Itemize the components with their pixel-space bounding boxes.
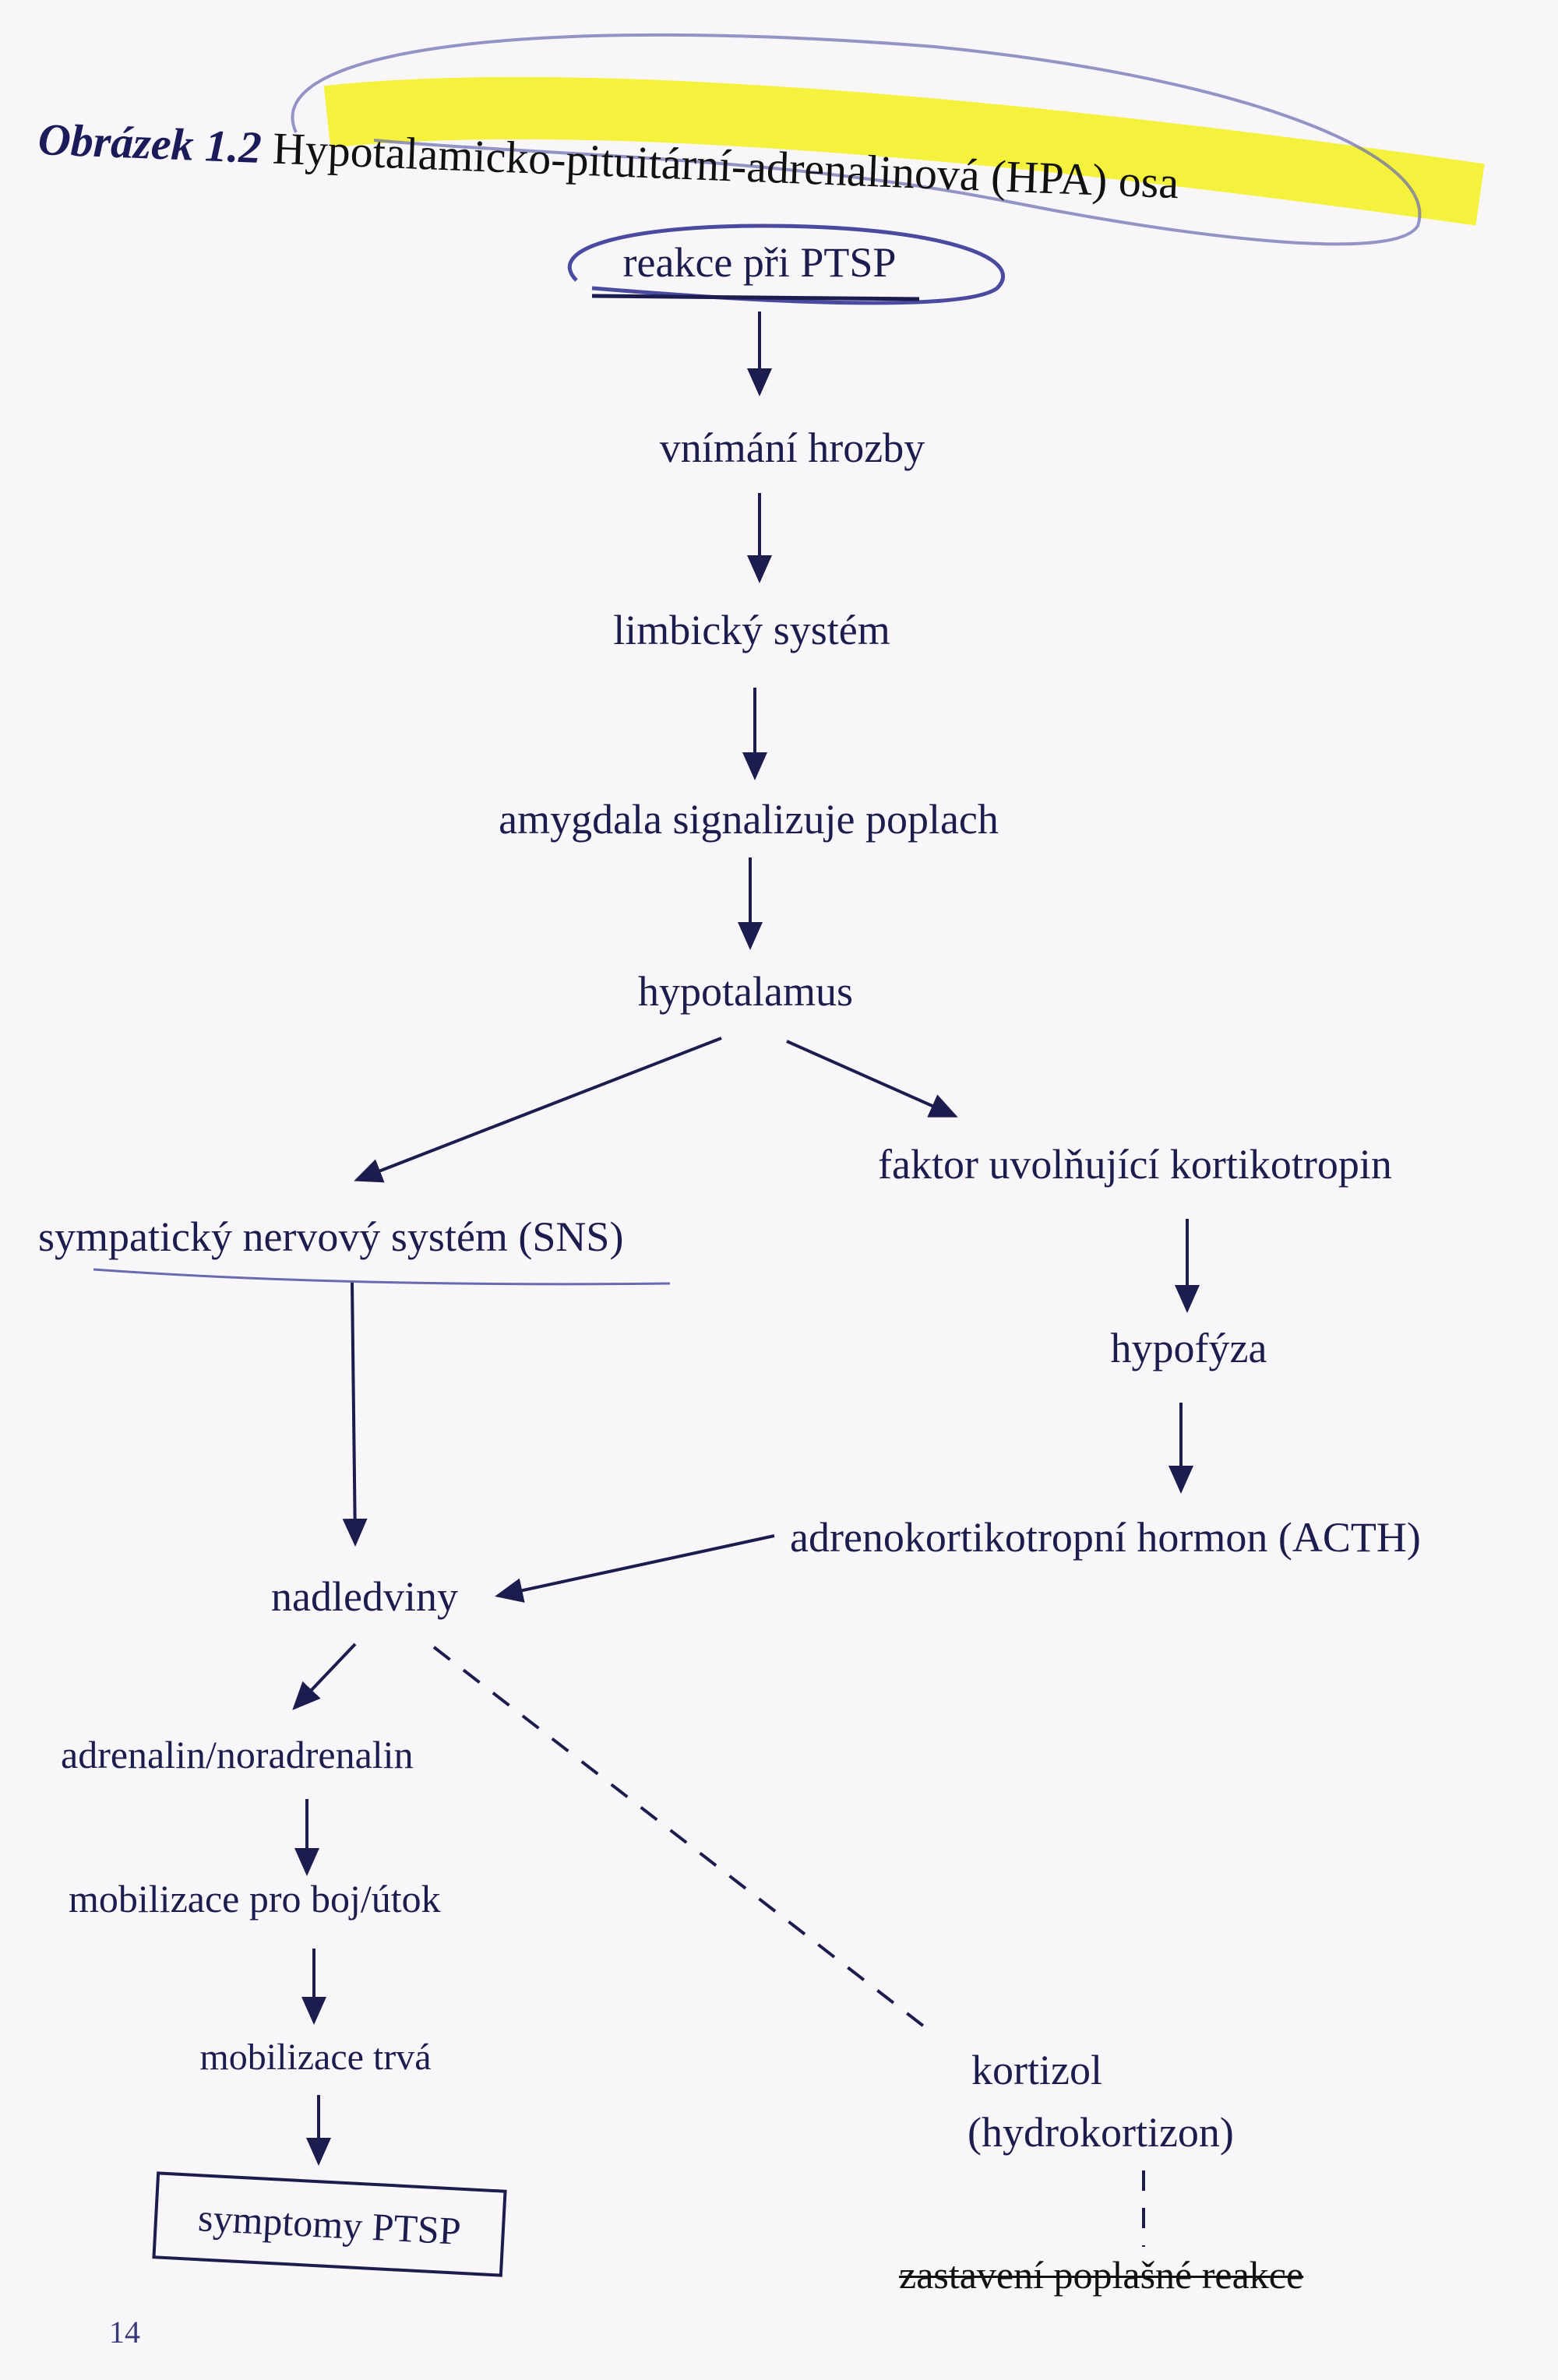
node-adrenal: nadledviny [271, 1573, 458, 1620]
node-symptoms: symptomy PTSP [196, 2195, 463, 2253]
node-symptoms-box: symptomy PTSP [152, 2171, 507, 2277]
node-adrenaline: adrenalin/noradrenalin [61, 1733, 414, 1776]
arrow [342, 1282, 368, 1547]
node-crf: faktor uvolňující kortikotropin [878, 1141, 1392, 1188]
arrow [354, 1037, 722, 1183]
node-mobilize: mobilizace pro boj/útok [69, 1877, 441, 1921]
dashed-connector [432, 1646, 936, 2036]
arrow [292, 1642, 357, 1710]
node-limbic: limbický systém [613, 607, 890, 653]
node-subtitle: reakce při PTSP [622, 239, 897, 286]
page-number: 14 [109, 2315, 140, 2350]
pen-ellipse-title [291, 33, 1422, 246]
node-pituitary: hypofýza [1110, 1325, 1267, 1371]
node-hydrocortisone: (hydrokortizon) [968, 2109, 1234, 2156]
node-amygdala: amygdala signalizuje poplach [499, 796, 999, 843]
node-threat: vnímání hrozby [659, 424, 925, 471]
node-cortisol: kortizol [971, 2047, 1102, 2093]
figure-label: Obrázek 1.2 [37, 114, 263, 173]
pen-ellipse-subtitle [567, 224, 1006, 305]
arrow [786, 1040, 958, 1118]
yellow-highlight [323, 76, 1485, 226]
node-sns: sympatický nervový systém (SNS) [38, 1213, 624, 1260]
node-persist: mobilizace trvá [199, 2037, 432, 2078]
node-stop-alarm: zastavení poplašné reakce [899, 2253, 1304, 2297]
pen-underline-sns [93, 1268, 671, 1286]
arrow [495, 1534, 775, 1603]
node-hypothalamus: hypotalamus [638, 968, 853, 1015]
node-acth: adrenokortikotropní hormon (ACTH) [790, 1514, 1421, 1561]
